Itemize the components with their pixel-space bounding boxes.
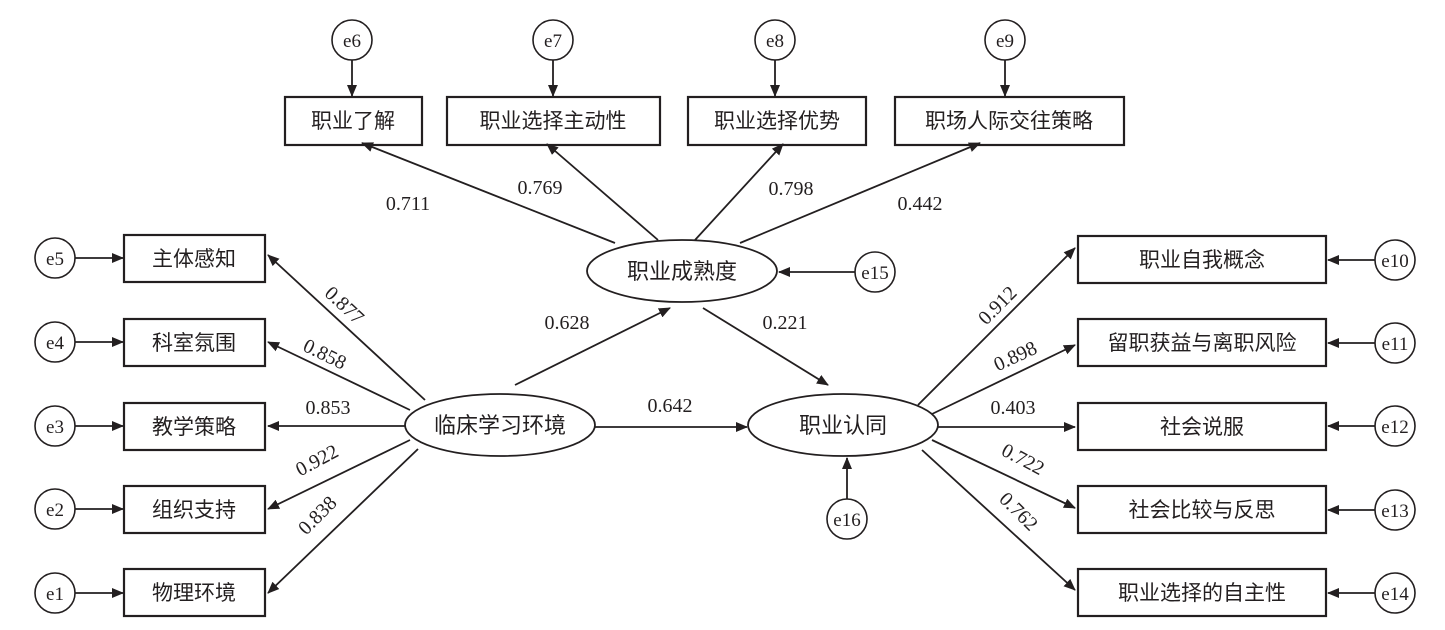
indicator-box (1076, 401, 1328, 452)
error-label: e8 (766, 31, 784, 52)
error-label: e11 (1382, 334, 1409, 355)
indicator-box (1076, 234, 1328, 285)
error-label: e15 (861, 263, 888, 284)
coefficient-label: 0.762 (995, 488, 1042, 535)
indicator-box (893, 95, 1126, 147)
error-label: e2 (46, 500, 64, 521)
path-arrow (921, 449, 1076, 591)
indicator-box (283, 95, 424, 147)
coefficient-label: 0.628 (545, 312, 590, 334)
latent-label: 临床学习环境 (434, 414, 566, 439)
coefficient-label: 0.769 (518, 177, 563, 199)
coefficient-label: 0.798 (769, 178, 814, 200)
indicator-label: 留职获益与离职风险 (1108, 331, 1297, 355)
path-arrow (267, 341, 411, 411)
error-label: e14 (1381, 584, 1409, 605)
latent-label: 职业成熟度 (627, 260, 737, 285)
maturity-indicator-choice-initiative: e7 职业选择主动性 (445, 19, 662, 147)
indicator-label: 社会说服 (1160, 415, 1244, 439)
coefficient-label: 0.642 (648, 395, 693, 417)
path-arrow (917, 247, 1076, 406)
path-env-to-maturity (514, 307, 671, 386)
indicator-box (122, 484, 267, 535)
error-label: e4 (46, 333, 64, 354)
indicator-box (1076, 484, 1328, 535)
indicator-label: 主体感知 (152, 247, 236, 271)
path-arrow (694, 143, 784, 241)
path-arrow (931, 344, 1076, 415)
path-maturity-to-identity (702, 307, 829, 386)
error-label: e6 (343, 31, 361, 52)
path-arrow (267, 448, 419, 594)
indicator-label: 职业选择主动性 (480, 109, 627, 133)
indicator-box (1076, 317, 1328, 368)
maturity-indicator-choice-advantage: e8 职业选择优势 (686, 19, 868, 147)
indicator-label: 物理环境 (152, 581, 236, 605)
indicator-label: 职业自我概念 (1139, 248, 1265, 272)
indicator-label: 职业选择优势 (714, 109, 840, 133)
coefficient-label: 0.221 (763, 312, 808, 334)
indicator-label: 职业选择的自主性 (1118, 581, 1286, 605)
coefficient-label: 0.711 (386, 193, 430, 215)
latent-professional-identity (747, 393, 939, 457)
latent-clinical-learning-environment (404, 393, 596, 457)
path-arrow (361, 142, 616, 244)
identity-indicators: 职业自我概念 留职获益与离职风险 社会说服 社会比较与反思 职业选择的自主性 e… (917, 234, 1416, 618)
indicator-box (122, 233, 267, 284)
indicator-label: 组织支持 (152, 498, 236, 522)
indicator-box (122, 401, 267, 452)
coefficient-label: 0.922 (292, 440, 342, 481)
indicator-label: 社会比较与反思 (1129, 498, 1276, 522)
path-arrow (739, 142, 981, 244)
error-label: e3 (46, 417, 64, 438)
error-label: e10 (1381, 251, 1408, 272)
error-label: e5 (46, 249, 64, 270)
maturity-indicator-workplace-strategy: e9 职场人际交往策略 (893, 19, 1126, 147)
coefficient-label: 0.442 (898, 193, 943, 215)
path-arrow (931, 439, 1076, 509)
maturity-indicator-job-understanding: e6 职业了解 (283, 19, 424, 147)
environment-indicators: 主体感知 科室氛围 教学策略 组织支持 物理环境 e5 e4 e3 e2 e1 … (34, 233, 426, 618)
latent-label: 职业认同 (799, 414, 887, 439)
coefficient-label: 0.403 (991, 397, 1036, 419)
indicator-label: 职业了解 (311, 109, 395, 133)
coefficient-label: 0.898 (990, 337, 1040, 376)
coefficient-label: 0.853 (306, 397, 351, 419)
error-label: e9 (996, 31, 1014, 52)
error-label: e1 (46, 584, 64, 605)
error-label: e12 (1381, 417, 1408, 438)
latent-career-maturity (586, 239, 778, 303)
error-label: e16 (833, 510, 860, 531)
path-arrow (546, 143, 659, 241)
coefficient-label: 0.877 (320, 282, 368, 329)
indicator-box (122, 567, 267, 618)
error-label: e7 (544, 31, 562, 52)
path-arrow (267, 439, 411, 510)
coefficient-label: 0.912 (974, 282, 1021, 329)
path-arrow (267, 254, 426, 401)
indicator-box (122, 317, 267, 368)
indicator-box (1076, 567, 1328, 618)
coefficient-label: 0.838 (294, 492, 341, 539)
error-label: e13 (1381, 501, 1408, 522)
indicator-label: 职场人际交往策略 (925, 109, 1093, 133)
indicator-label: 科室氛围 (152, 331, 236, 355)
indicator-label: 教学策略 (152, 415, 236, 439)
